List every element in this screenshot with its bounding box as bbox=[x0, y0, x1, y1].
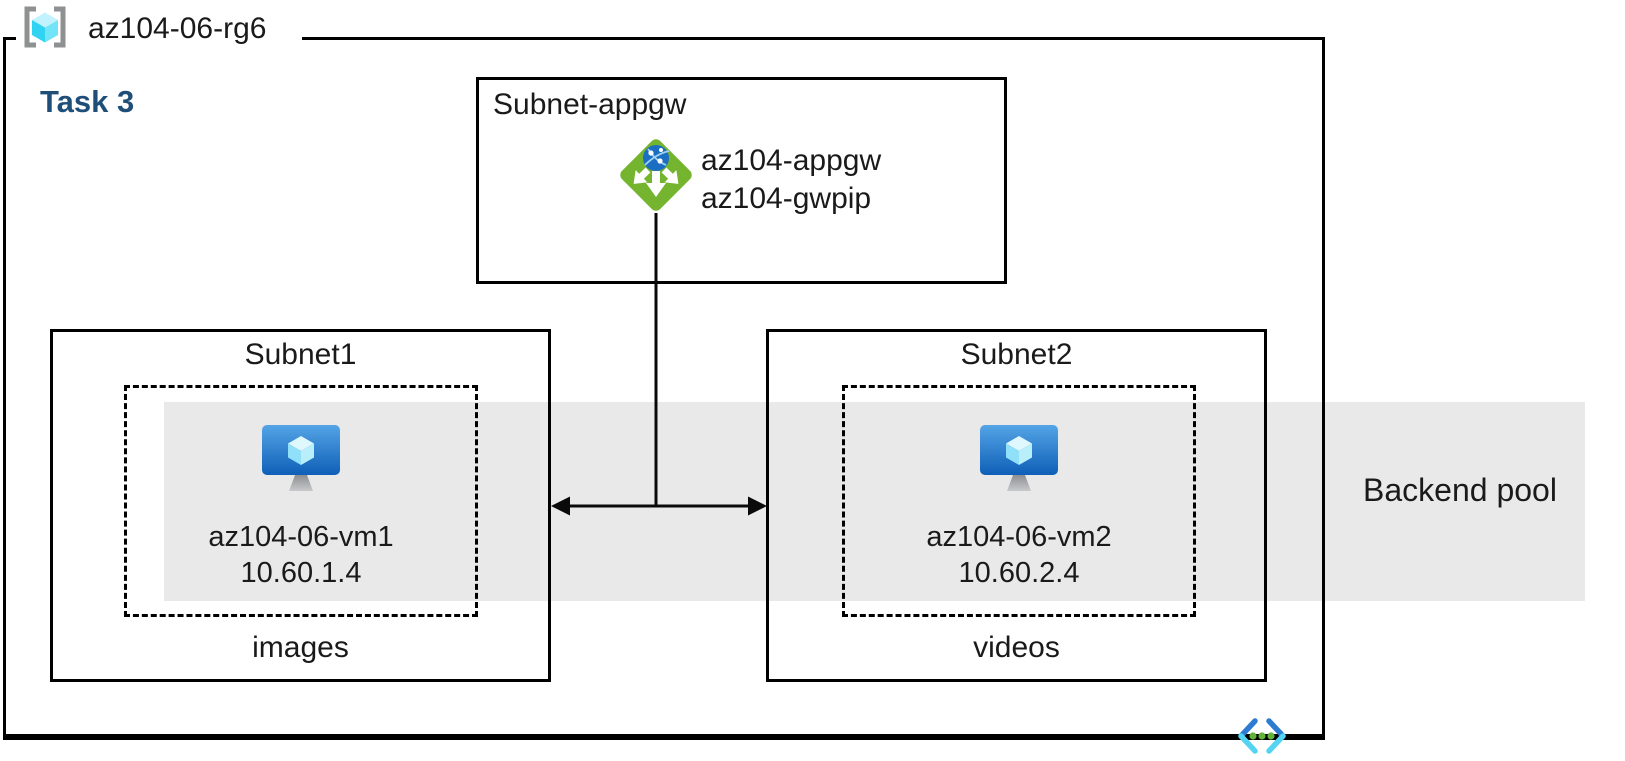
virtual-machine-icon bbox=[262, 425, 340, 491]
gateway-subnet-box: Subnet-appgw bbox=[476, 77, 1007, 284]
vm1-name: az104-06-vm1 bbox=[208, 521, 394, 553]
application-gateway-icon bbox=[620, 139, 692, 211]
subnet1-box: Subnet1 bbox=[50, 329, 551, 682]
task-label: Task 3 bbox=[40, 84, 135, 119]
vm1-ip: 10.60.1.4 bbox=[240, 557, 362, 589]
resource-group-name: az104-06-rg6 bbox=[88, 12, 267, 45]
subnet2-box: Subnet2 bbox=[766, 329, 1267, 682]
vm2-ip: 10.60.2.4 bbox=[958, 557, 1080, 589]
gateway-name: az104-appgw bbox=[701, 144, 882, 177]
vm1-dashed-box bbox=[124, 385, 478, 617]
virtual-network-icon bbox=[1238, 718, 1286, 754]
gateway-subnet-label: Subnet-appgw bbox=[493, 88, 687, 121]
subnet2-title: Subnet2 bbox=[960, 338, 1073, 371]
vm2-dashed-box bbox=[842, 385, 1196, 617]
vm2-name: az104-06-vm2 bbox=[926, 521, 1112, 553]
backend-pool-label: Backend pool bbox=[1363, 472, 1557, 508]
gateway-name-block: az104-appgw az104-gwpip bbox=[701, 142, 881, 218]
backend-pool-band bbox=[164, 402, 1585, 601]
virtual-machine-icon bbox=[980, 425, 1058, 491]
resource-group-frame bbox=[3, 37, 1325, 740]
gateway-public-ip-name: az104-gwpip bbox=[701, 182, 872, 215]
resource-group-icon bbox=[24, 6, 66, 48]
subnet1-title: Subnet1 bbox=[244, 338, 357, 371]
subnet2-content-label: videos bbox=[973, 631, 1060, 664]
resource-group-label-patch bbox=[16, 28, 302, 50]
subnet1-content-label: images bbox=[252, 631, 349, 664]
